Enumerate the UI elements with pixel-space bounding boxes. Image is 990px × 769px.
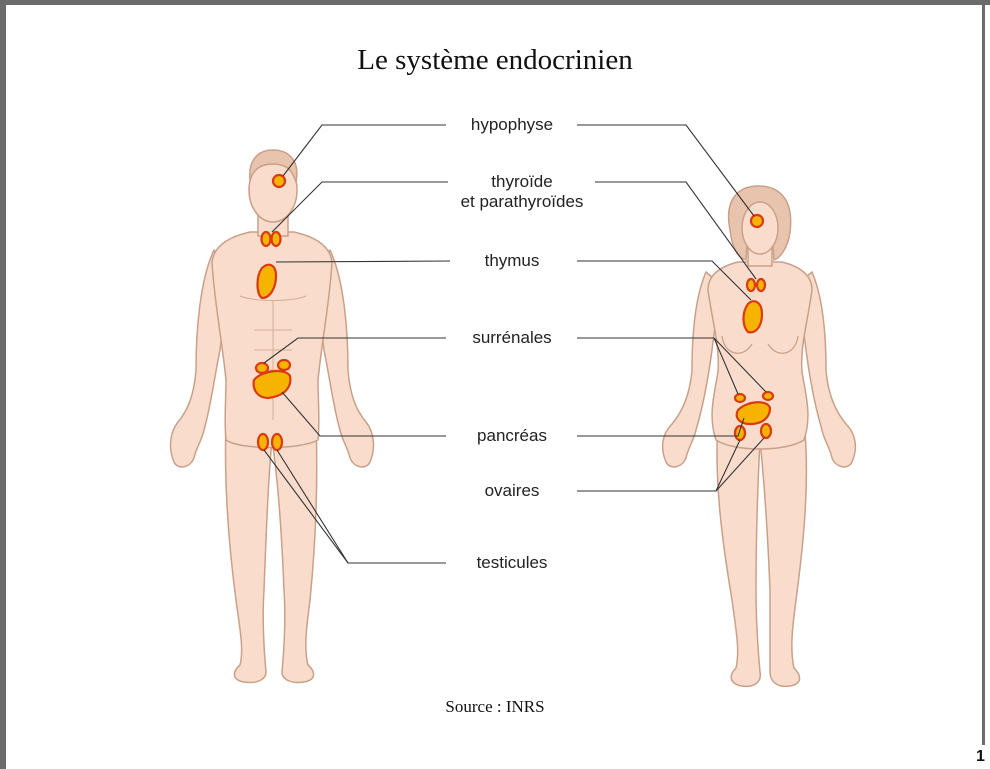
label-testicules: testicules — [450, 553, 574, 573]
leader-surrenales-female — [577, 338, 738, 394]
male-left-leg — [225, 420, 272, 683]
female-head — [742, 202, 778, 254]
male-testicule-right — [272, 434, 282, 450]
label-pancreas: pancréas — [450, 426, 574, 446]
label-ovaires: ovaires — [450, 481, 574, 501]
female-surrenale-gland-left — [735, 394, 745, 402]
female-ovaire-left — [735, 426, 745, 440]
label-surrenales: surrénales — [450, 328, 574, 348]
female-ovaire-right — [761, 424, 771, 438]
male-surrenale-gland-right — [278, 360, 290, 370]
male-figure — [171, 150, 374, 683]
female-thymus-gland — [744, 301, 763, 332]
female-thyroide-gland-left — [747, 279, 755, 291]
label-thyroide-line1: thyroïde — [450, 172, 594, 192]
label-thymus: thymus — [450, 251, 574, 271]
leader-thyroide-male — [272, 182, 448, 232]
male-thyroide-gland-right — [272, 232, 281, 246]
leader-hypophyse-male — [283, 125, 446, 176]
female-thyroide-gland-right — [757, 279, 765, 291]
page-number: 1 — [976, 748, 985, 766]
male-right-leg — [272, 420, 317, 683]
male-testicule-left — [258, 434, 268, 450]
label-thyroide-line2: et parathyroïdes — [440, 192, 604, 212]
male-hypophyse-gland — [273, 175, 285, 187]
female-right-leg — [760, 420, 806, 686]
female-surrenale-gland-right — [763, 392, 773, 400]
leader-ovaires-female — [577, 440, 740, 491]
female-hypophyse-gland — [751, 215, 763, 227]
male-torso — [212, 232, 332, 448]
label-hypophyse: hypophyse — [450, 115, 574, 135]
female-left-leg — [717, 420, 760, 686]
male-thyroide-gland-left — [262, 232, 271, 246]
source-caption: Source : INRS — [0, 697, 990, 717]
